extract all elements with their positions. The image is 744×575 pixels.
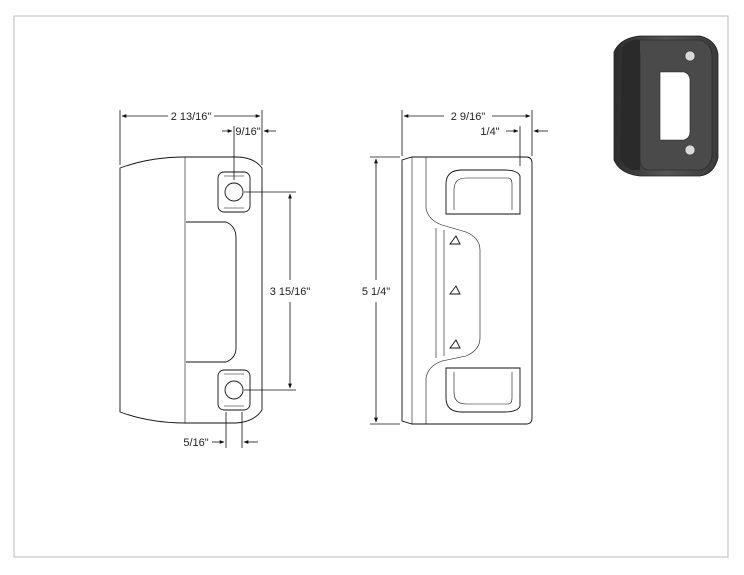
dim-side-width: 2 9/16" [401,110,533,156]
mounting-hole-bottom [217,369,251,411]
dim-side-step: 1/4" [480,126,548,166]
side-view-outline [401,156,533,425]
dim-hole-spacing: 3 15/16" [244,191,311,391]
dim-hole-offset-top: 9/16" [222,126,276,180]
dim-overall-height-label: 5 1/4" [362,286,390,298]
dim-hole-offset-bottom-label: 5/16" [183,437,208,449]
dim-side-step-label: 1/4" [480,126,499,138]
side-lug-bottom [445,367,521,413]
rib-marker-3 [449,339,461,349]
side-inner-profile [425,157,481,424]
dim-hole-offset-bottom: 5/16" [183,412,258,449]
side-view [401,156,533,425]
dim-side-width-label: 2 9/16" [451,111,486,123]
dim-front-width-label: 2 13/16" [171,111,212,123]
rib-marker-2 [449,285,461,295]
product-render-image [613,35,719,177]
side-lug-top [445,169,521,215]
front-view [119,156,263,424]
dim-front-width: 2 13/16" [119,110,263,165]
dim-hole-spacing-label: 3 15/16" [270,286,311,298]
dim-overall-height: 5 1/4" [362,156,400,425]
dim-hole-offset-top-label: 9/16" [235,126,260,138]
rib-marker-1 [449,235,461,245]
handle-recess [186,221,237,363]
sheet-border [13,15,729,558]
mounting-hole-top [217,171,251,213]
